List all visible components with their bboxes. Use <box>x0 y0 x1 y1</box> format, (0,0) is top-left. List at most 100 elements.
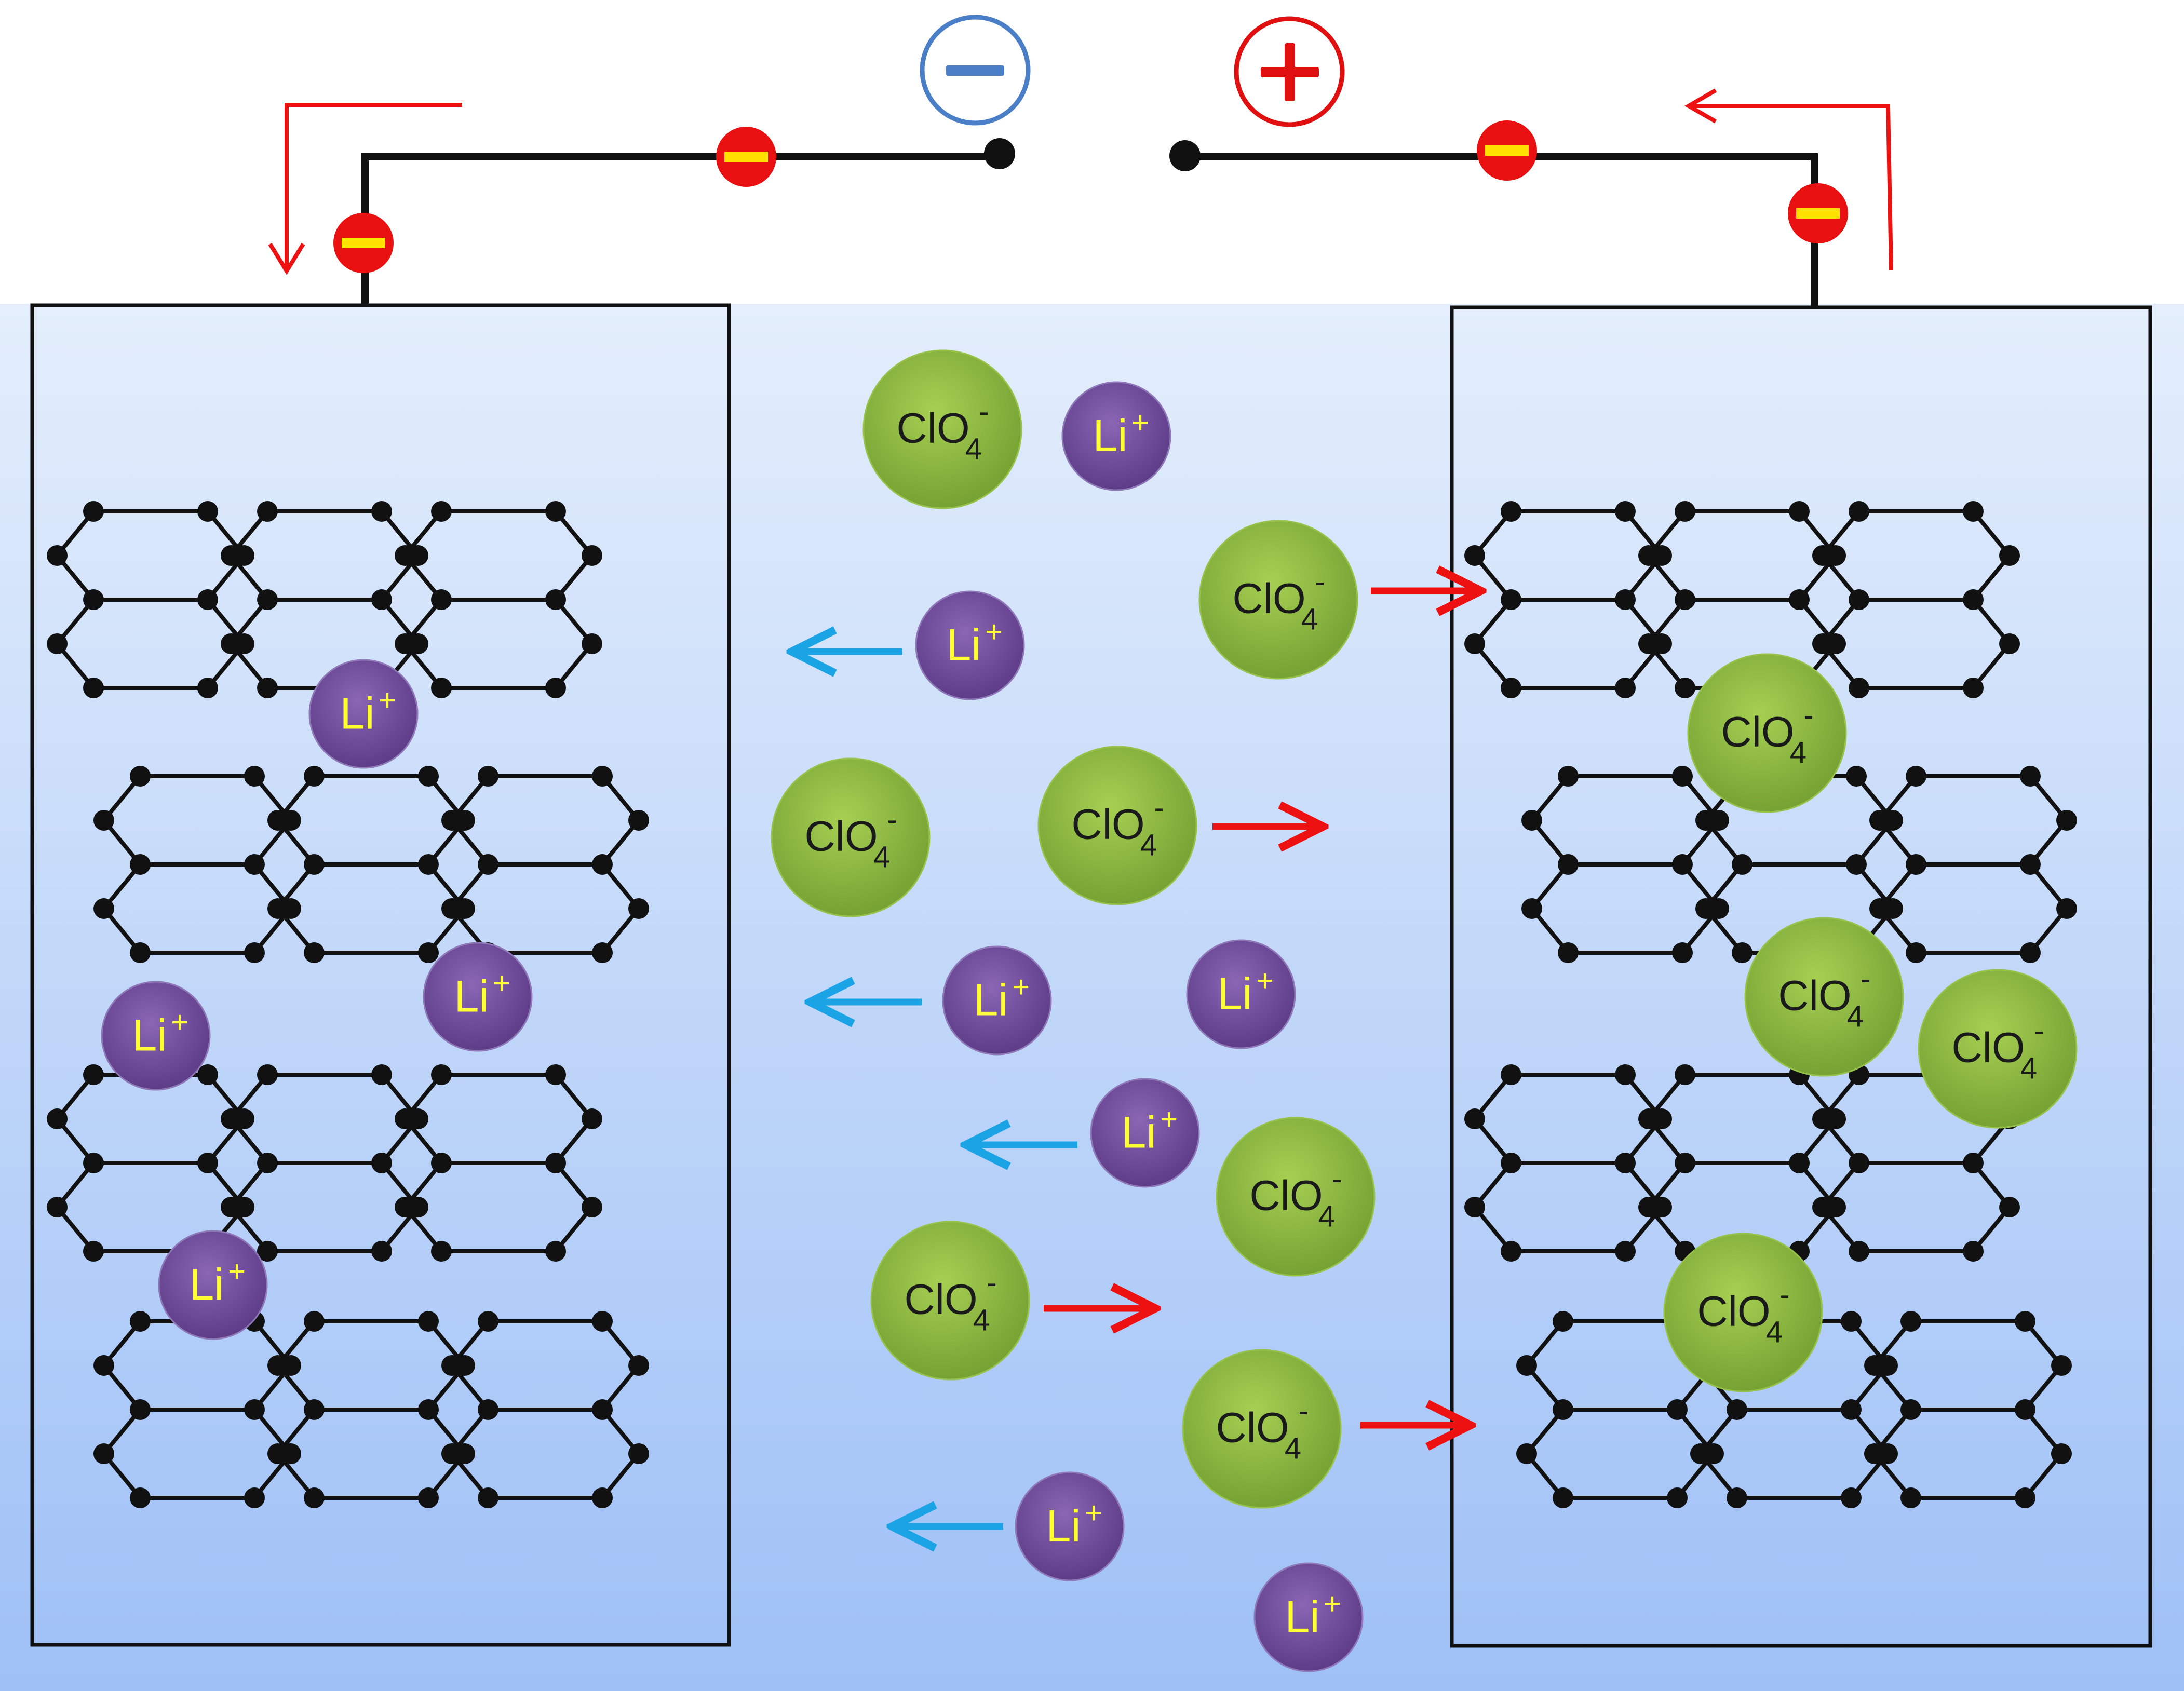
lithium-ion-charge: + <box>1160 1102 1178 1136</box>
carbon-atom <box>257 501 278 522</box>
carbon-atom <box>441 810 462 831</box>
lithium-ion: Li+ <box>942 945 1052 1056</box>
carbon-atom <box>1900 1487 1921 1508</box>
carbon-atom <box>1667 1487 1688 1508</box>
carbon-atom <box>304 766 325 787</box>
carbon-atom <box>257 678 278 698</box>
perchlorate-ion-charge: - <box>2034 1014 2044 1048</box>
carbon-atom <box>83 1153 104 1173</box>
anode-electron-arrowhead <box>268 242 305 275</box>
carbon-atom <box>592 942 613 963</box>
carbon-atom <box>2020 942 2041 963</box>
carbon-atom <box>418 942 439 963</box>
carbon-atom <box>478 1487 498 1508</box>
carbon-atom <box>1812 1108 1833 1129</box>
perchlorate-ion-subscript: 4 <box>1847 999 1864 1033</box>
perchlorate-ion-charge: - <box>887 803 897 836</box>
graphite-layer <box>1464 501 2020 698</box>
perchlorate-ion-label: ClO <box>1951 1024 2025 1072</box>
perchlorate-ion-subscript: 4 <box>1790 736 1806 769</box>
carbon-atom <box>1727 1487 1747 1508</box>
carbon-atom <box>304 1399 325 1420</box>
lithium-ion: Li+ <box>1186 939 1296 1049</box>
lithium-ion: Li+ <box>1061 381 1171 491</box>
carbon-atom <box>1846 766 1867 787</box>
carbon-atom <box>1963 1241 1984 1262</box>
carbon-atom <box>1501 1064 1521 1085</box>
perchlorate-ion-charge: - <box>1861 962 1870 996</box>
carbon-atom <box>418 1487 439 1508</box>
carbon-atom <box>2051 1355 2072 1376</box>
lithium-ion-label: Li <box>1285 1592 1320 1642</box>
carbon-atom <box>478 854 498 875</box>
lithium-ion-label: Li <box>1046 1501 1081 1551</box>
lithium-ion: Li+ <box>101 981 211 1091</box>
carbon-atom <box>1464 633 1485 654</box>
carbon-atom <box>1558 942 1579 963</box>
carbon-atom <box>304 1487 325 1508</box>
lithium-ion: Li+ <box>1015 1471 1125 1581</box>
carbon-atom <box>1615 1064 1636 1085</box>
carbon-atom <box>304 1311 325 1332</box>
carbon-atom <box>545 1064 566 1085</box>
carbon-atom <box>1516 1443 1537 1464</box>
carbon-atom <box>1516 1355 1537 1376</box>
lithium-ion-label: Li <box>974 976 1008 1025</box>
carbon-atom <box>545 1241 566 1262</box>
carbon-atom <box>371 1153 392 1173</box>
carbon-atom <box>371 1064 392 1085</box>
perchlorate-ion-label: ClO <box>1216 1404 1289 1452</box>
lithium-ion-label: Li <box>947 620 981 670</box>
carbon-atom <box>1675 501 1695 522</box>
carbon-atom <box>1615 1241 1636 1262</box>
carbon-atom <box>1849 678 1869 698</box>
carbon-atom <box>1864 1355 1885 1376</box>
carbon-atom <box>1558 766 1579 787</box>
carbon-atom <box>304 942 325 963</box>
carbon-atom <box>1690 1443 1711 1464</box>
perchlorate-ion-subscript: 4 <box>1318 1199 1335 1233</box>
lithium-ion-charge: + <box>493 966 510 1000</box>
carbon-atom <box>1849 501 1869 522</box>
carbon-atom <box>267 810 288 831</box>
perchlorate-ion-label: ClO <box>896 405 969 452</box>
carbon-atom <box>592 1311 613 1332</box>
cathode-wire-end <box>1169 140 1201 171</box>
carbon-atom <box>1963 1153 1984 1173</box>
graphite-layer <box>1464 1064 2020 1262</box>
carbon-atom <box>1906 854 1926 875</box>
carbon-atom <box>47 1108 68 1129</box>
carbon-atom <box>197 1153 218 1173</box>
perchlorate-ion-charge: - <box>1803 698 1813 732</box>
lithium-ion-charge: + <box>1256 964 1274 997</box>
carbon-atom <box>221 1108 241 1129</box>
carbon-atom <box>1849 1241 1869 1262</box>
perchlorate-ion-label: ClO <box>1249 1172 1323 1220</box>
carbon-atom <box>1675 678 1695 698</box>
carbon-atom <box>1667 1399 1688 1420</box>
carbon-atom <box>431 1064 452 1085</box>
carbon-atom <box>267 1443 288 1464</box>
carbon-atom <box>1900 1311 1921 1332</box>
carbon-atom <box>1846 854 1867 875</box>
carbon-atom <box>628 898 649 919</box>
carbon-atom <box>478 766 498 787</box>
carbon-atom <box>431 1241 452 1262</box>
cathode-electron-arrow <box>1689 104 1893 270</box>
carbon-atom <box>441 1443 462 1464</box>
anode-wire <box>361 153 1000 305</box>
carbon-atom <box>1906 942 1926 963</box>
carbon-atom <box>1638 1108 1659 1129</box>
carbon-atom <box>1638 1197 1659 1217</box>
carbon-atom <box>592 1399 613 1420</box>
perchlorate-ion-charge: - <box>1332 1162 1342 1196</box>
lithium-ion-charge: + <box>171 1005 188 1039</box>
carbon-atom <box>221 633 241 654</box>
carbon-atom <box>1789 589 1810 610</box>
carbon-atom <box>582 1108 602 1129</box>
carbon-atom <box>1841 1399 1862 1420</box>
carbon-atom <box>1900 1399 1921 1420</box>
carbon-atom <box>418 1311 439 1332</box>
perchlorate-ion-label: ClO <box>804 813 878 860</box>
